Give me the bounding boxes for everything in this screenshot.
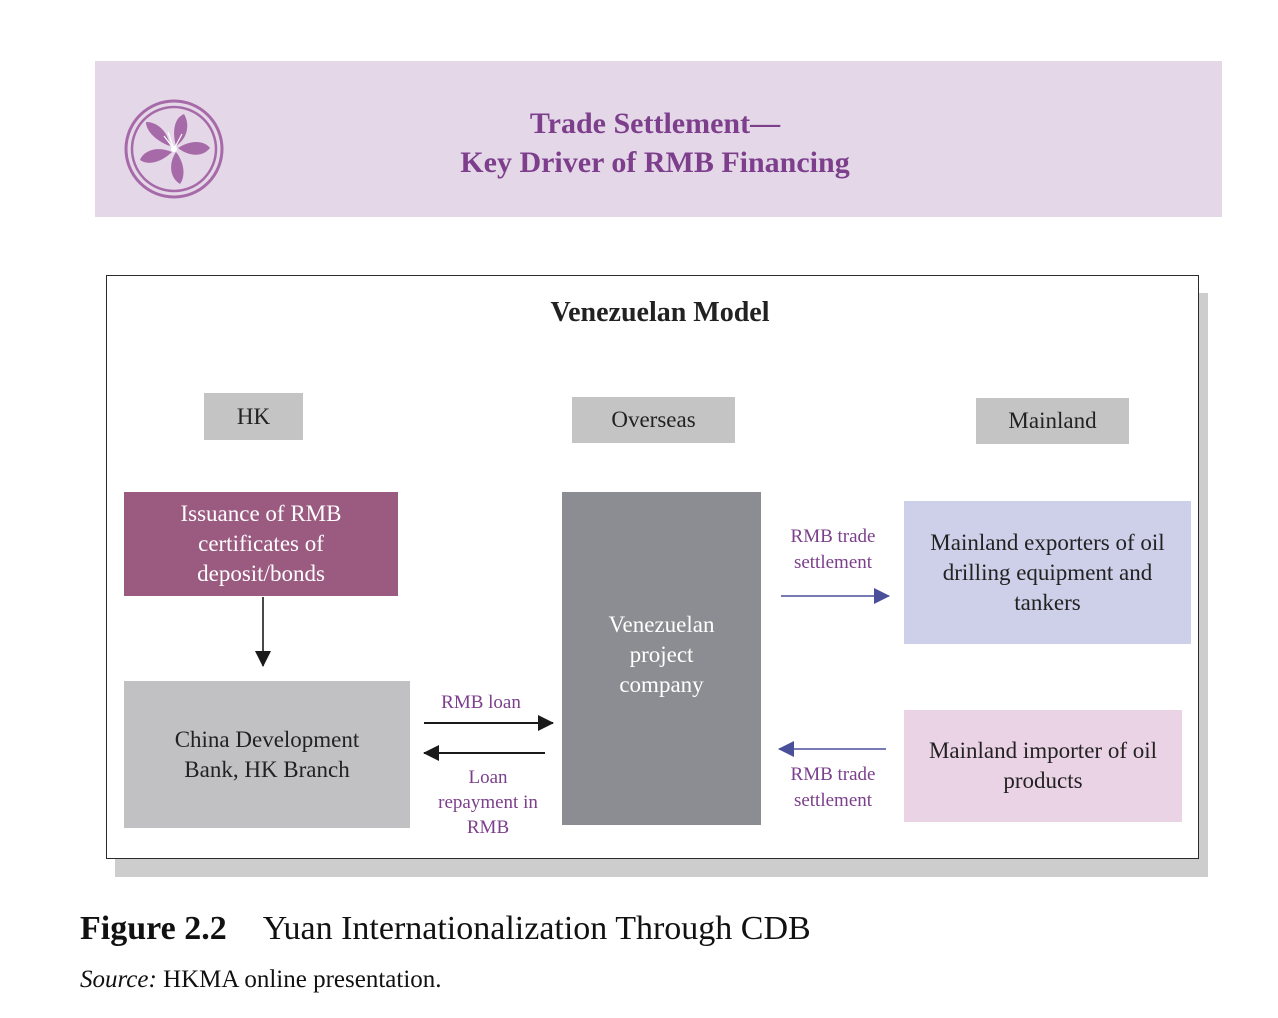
- trade-settlement-label-top-text: RMB trade settlement: [790, 526, 876, 573]
- china-development-bank-box-label: China Development Bank, HK Branch: [174, 726, 360, 782]
- region-header-hk-label: HK: [236, 403, 271, 429]
- region-header-hk: HK: [204, 393, 303, 440]
- region-header-mainland-label: Mainland: [1008, 408, 1097, 433]
- mainland-importer-box-label: Mainland importer of oil products: [928, 738, 1158, 793]
- rmb-loan-label: RMB loan: [441, 692, 521, 713]
- trade-settlement-label-bottom: RMB trade settlement: [768, 762, 898, 814]
- loan-repayment-label: Loan repayment in RMB: [413, 765, 563, 840]
- figure-caption: Figure 2.2 Yuan Internationalization Thro…: [80, 910, 1230, 948]
- header-banner: [95, 61, 1222, 217]
- region-header-overseas: Overseas: [572, 397, 735, 443]
- mainland-importer-box: Mainland importer of oil products: [904, 710, 1182, 822]
- mainland-exporters-box: Mainland exporters of oil drilling equip…: [904, 501, 1191, 644]
- trade-settlement-label-top: RMB trade settlement: [768, 524, 898, 576]
- venezuelan-project-company-box-label: Venezuelan project company: [608, 612, 715, 697]
- mainland-exporters-box-label: Mainland exporters of oil drilling equip…: [930, 529, 1165, 615]
- figure-label: Figure 2.2: [80, 910, 227, 947]
- trade-settlement-label-bottom-text: RMB trade settlement: [790, 764, 876, 811]
- figure-source: Source: HKMA online presentation.: [80, 966, 1230, 994]
- issuance-box-label: Issuance of RMB certificates of deposit/…: [180, 501, 342, 586]
- region-header-mainland: Mainland: [976, 398, 1129, 444]
- venezuelan-project-company-box: Venezuelan project company: [562, 492, 761, 825]
- banner-title: Trade Settlement— Key Driver of RMB Fina…: [330, 104, 980, 182]
- diagram-title: Venezuelan Model: [550, 297, 770, 328]
- china-development-bank-box: China Development Bank, HK Branch: [124, 681, 410, 828]
- loan-repayment-label-text: Loan repayment in RMB: [438, 767, 538, 838]
- bauhinia-flower-logo-icon: [124, 96, 224, 202]
- source-label: Source:: [80, 966, 157, 993]
- banner-title-line2: Key Driver of RMB Financing: [460, 146, 850, 179]
- issuance-box: Issuance of RMB certificates of deposit/…: [124, 492, 398, 596]
- figure-title: Yuan Internationalization Through CDB: [262, 910, 811, 947]
- region-header-overseas-label: Overseas: [611, 407, 696, 432]
- banner-title-line1: Trade Settlement—: [529, 107, 781, 140]
- source-text: HKMA online presentation.: [163, 966, 442, 993]
